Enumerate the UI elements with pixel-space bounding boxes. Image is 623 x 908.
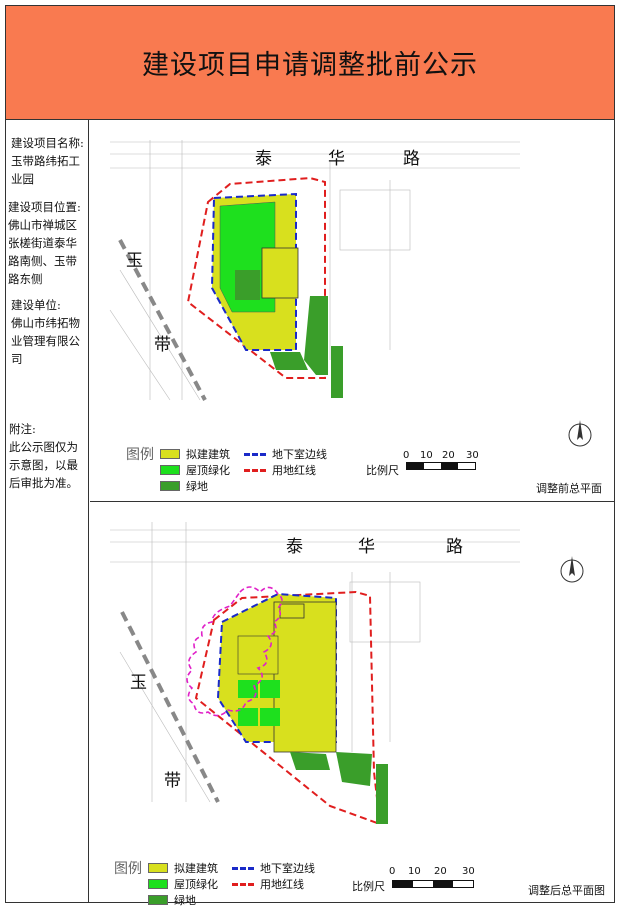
scale-bar [406,462,476,470]
project-location-label: 建设项目位置: [8,200,81,214]
project-location: 建设项目位置: 佛山市禅城区张槎街道泰华路南侧、玉带路东侧 [8,198,86,288]
legend-after: 图例 拟建建筑 屋顶绿化 绿地 地下室边线 用地红线 [114,858,374,908]
plan-caption-before: 调整前总平面 [536,482,602,495]
road-char-north-3-after: 路 [446,537,463,557]
notice-frame: 建设项目申请调整批前公示 建设项目名称: 玉带路纬拓工业园 建设项目位置: 佛山… [5,5,615,907]
basement-line-swatch [244,452,266,456]
project-note: 附注: 此公示图仅为示意图，以最后审批为准。 [9,420,87,492]
north-arrow-icon [560,554,584,584]
road-char-north-2-after: 华 [358,537,375,557]
legend-item-roof-green: 屋顶绿化 [148,876,218,892]
scale-tick-10: 10 [408,866,421,877]
north-arrow-icon [568,418,592,448]
road-char-north-3: 路 [403,149,420,169]
scale-tick-20: 20 [434,866,447,877]
scale-bar [392,880,474,888]
road-char-west-2-after: 带 [164,771,181,791]
legend-before: 图例 拟建建筑 屋顶绿化 绿地 地下室边线 用地红线 [126,444,386,494]
red-line-swatch [244,468,266,472]
scale-tick-20: 20 [442,450,455,461]
project-note-label: 附注: [9,422,36,436]
roof-green-swatch [160,465,180,475]
scale-label: 比例尺 [352,880,385,893]
basement-line-swatch [232,866,254,870]
green-land-swatch [160,481,180,491]
project-location-value: 佛山市禅城区张槎街道泰华路南侧、玉带路东侧 [8,218,77,286]
red-line-swatch [232,882,254,886]
site-plan-after: 泰 华 路 玉 带 图例 拟建建筑 屋顶绿化 绿地 地下室边线 用地红线 比例尺… [90,502,614,907]
legend-item-basement-line: 地下室边线 [232,860,315,876]
road-char-west-2: 带 [154,335,171,355]
site-plan-after-drawing [110,522,520,826]
page-title: 建设项目申请调整批前公示 [142,50,478,81]
project-note-value: 此公示图仅为示意图，以最后审批为准。 [9,440,78,490]
road-char-north-2: 华 [328,149,345,169]
legend-item-green-land: 绿地 [160,478,208,494]
road-char-north-1: 泰 [255,149,272,169]
project-name: 建设项目名称: 玉带路纬拓工业园 [11,134,89,188]
legend-item-green-land: 绿地 [148,892,196,908]
project-name-value: 玉带路纬拓工业园 [11,154,80,186]
plan-caption-after: 调整后总平面图 [528,884,605,897]
scale-tick-0: 0 [389,866,396,877]
legend-item-red-line: 用地红线 [232,876,304,892]
legend-header: 图例 [126,447,154,463]
scale-tick-0: 0 [403,450,410,461]
building-swatch [148,863,168,873]
building-swatch [160,449,180,459]
roof-green-swatch [148,879,168,889]
road-char-north-1-after: 泰 [286,537,303,557]
project-name-label: 建设项目名称: [11,136,84,150]
scale-tick-30: 30 [462,866,475,877]
green-land-swatch [148,895,168,905]
legend-item-building: 拟建建筑 [148,860,218,876]
legend-item-basement-line: 地下室边线 [244,446,327,462]
legend-item-building: 拟建建筑 [160,446,230,462]
legend-header: 图例 [114,861,142,877]
road-char-west-1: 玉 [126,251,143,271]
project-info-column: 建设项目名称: 玉带路纬拓工业园 建设项目位置: 佛山市禅城区张槎街道泰华路南侧… [6,120,89,902]
site-plan-before: 泰 华 路 玉 带 图例 拟建建筑 屋顶绿化 绿地 地下室边线 用地红线 比例尺… [90,120,614,502]
site-plan-before-drawing [109,140,520,401]
project-unit-value: 佛山市纬拓物业管理有限公司 [11,316,80,366]
scale-label: 比例尺 [366,464,399,477]
road-char-west-1-after: 玉 [130,673,147,693]
project-unit: 建设单位: 佛山市纬拓物业管理有限公司 [11,296,89,368]
title-banner: 建设项目申请调整批前公示 [6,6,614,120]
legend-item-roof-green: 屋顶绿化 [160,462,230,478]
scale-tick-30: 30 [466,450,479,461]
scale-tick-10: 10 [420,450,433,461]
legend-item-red-line: 用地红线 [244,462,316,478]
project-unit-label: 建设单位: [11,298,61,312]
